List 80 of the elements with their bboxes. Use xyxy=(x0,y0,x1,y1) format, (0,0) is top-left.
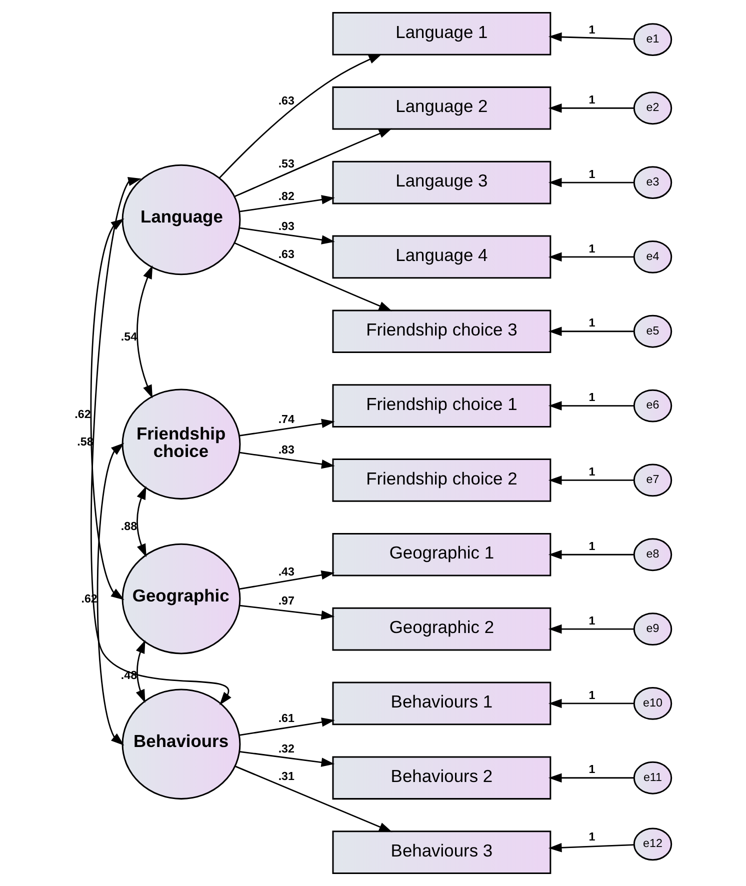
edge-label: 1 xyxy=(588,93,596,106)
edge-label: 1 xyxy=(588,466,596,479)
edge-label: 1 xyxy=(588,763,596,776)
node-ellipse: e12 xyxy=(633,828,672,861)
edge-label: .93 xyxy=(278,220,294,234)
node-ellipse: e9 xyxy=(633,612,672,646)
edge-label: 1 xyxy=(588,168,596,181)
arrow xyxy=(96,442,124,746)
arrow xyxy=(548,178,634,188)
node-box: Language 2 xyxy=(332,86,552,130)
edge-label: 1 xyxy=(588,540,596,553)
edge-label: 1 xyxy=(588,391,596,404)
edge-label: .88 xyxy=(120,520,138,534)
edge-label: 1 xyxy=(588,242,596,256)
edge-label: 1 xyxy=(588,688,596,702)
node-ellipse: e3 xyxy=(633,166,672,199)
arrow xyxy=(240,750,335,767)
edge-label: .32 xyxy=(278,742,294,756)
edge-label: 1 xyxy=(588,24,596,37)
edge-label: .63 xyxy=(278,94,294,108)
arrow xyxy=(239,195,335,212)
arrow xyxy=(234,128,392,198)
node-ellipse: e1 xyxy=(633,23,672,56)
arrow xyxy=(240,604,335,620)
edge-label: 1 xyxy=(588,830,596,844)
arrow xyxy=(90,176,232,706)
arrow xyxy=(239,418,335,436)
arrow xyxy=(548,624,634,634)
node-box: Friendship choice 1 xyxy=(332,384,552,428)
edge-label: .43 xyxy=(278,566,294,579)
arrow xyxy=(548,252,634,262)
edge-label: 1 xyxy=(588,614,596,628)
edge-label: .53 xyxy=(278,157,294,170)
node-box: Behaviours 3 xyxy=(332,830,552,874)
arrow xyxy=(548,773,634,783)
node-box: Geographic 1 xyxy=(332,532,552,576)
node-ellipse: e6 xyxy=(633,389,672,422)
arrow xyxy=(548,32,634,42)
arrow xyxy=(238,570,335,590)
node-ellipse: e2 xyxy=(633,92,672,125)
node-ellipse: e4 xyxy=(633,240,672,274)
node-box: Geographic 2 xyxy=(332,607,552,651)
arrow xyxy=(239,718,335,736)
edge-label: .31 xyxy=(278,770,294,784)
edge-label: .63 xyxy=(278,248,294,262)
node-ellipse: e8 xyxy=(633,538,672,572)
edge-label: .61 xyxy=(278,712,294,726)
arrow xyxy=(548,698,634,708)
edge-label: .82 xyxy=(278,190,294,203)
node-ellipse: e11 xyxy=(633,761,672,794)
node-ellipse: e10 xyxy=(633,687,672,720)
node-ellipse: e7 xyxy=(633,464,672,497)
edge-label: .83 xyxy=(278,443,294,456)
arrow xyxy=(136,265,153,398)
edge-label: 1 xyxy=(588,316,596,330)
arrow xyxy=(234,242,392,312)
arrow xyxy=(548,326,634,336)
arrow xyxy=(548,550,634,560)
arrow xyxy=(136,486,146,558)
arrow xyxy=(136,640,146,703)
node-box: Behaviours 2 xyxy=(332,756,552,800)
node-box: Behaviours 1 xyxy=(332,682,552,726)
arrow xyxy=(548,401,634,410)
arrow xyxy=(548,103,634,113)
node-box: Friendship choice 2 xyxy=(332,458,552,502)
arrow xyxy=(235,766,392,832)
arrow xyxy=(240,452,335,469)
arrow xyxy=(548,476,634,485)
edge-label: .62 xyxy=(74,408,91,421)
edge-label: .74 xyxy=(278,413,294,426)
arrow xyxy=(239,227,335,244)
node-circle: Language xyxy=(122,164,241,276)
node-box: Language 1 xyxy=(332,12,552,56)
arrow xyxy=(548,843,634,852)
edge-label: .97 xyxy=(278,594,294,608)
node-box: Friendship choice 3 xyxy=(332,310,552,354)
node-box: Langauge 3 xyxy=(332,160,552,204)
arrow xyxy=(218,54,382,178)
node-ellipse: e5 xyxy=(633,314,672,348)
node-box: Language 4 xyxy=(332,235,552,279)
